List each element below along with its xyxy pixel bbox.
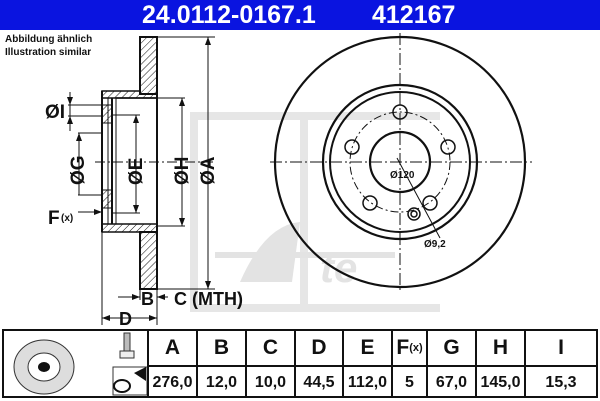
bolt-circle-label: Ø120 [390,170,415,181]
label-D: D [119,309,132,329]
note-german: Abbildung ähnlich [5,34,93,45]
col-header-B: B [196,331,245,367]
col-header-F-label: F [396,336,410,359]
technical-drawing: te [45,33,532,329]
col-header-E: E [342,331,391,367]
title-bar: 24.0112-0167.1 412167 [0,0,600,30]
label-dia-A: ØA [198,156,219,185]
label-dia-H: ØH [172,157,193,186]
label-C-mth: C (MTH) [174,289,243,309]
label-B: B [141,289,154,309]
value-C: 10,0 [245,367,294,398]
col-header-C: C [245,331,294,367]
brake-disc-thumbnail-icon [13,339,75,395]
illustration-note: Abbildung ähnlich Illustration similar [5,33,92,59]
value-I: 15,3 [524,367,596,398]
dimension-labels: ØI ØG ØE ØH ØA F (x) B C (MTH) D [45,102,243,329]
label-dia-E: ØE [126,158,147,185]
label-F: F [48,208,60,229]
thumbnails [4,331,149,396]
col-header-F-sub: (x) [409,342,423,354]
dimension-table: A 276,0 B 12,0 C 10,0 D 44,5 E 112,0 F(x… [2,329,598,398]
note-english: Illustration similar [5,47,92,58]
hole-dia-label: Ø9,2 [424,239,446,250]
label-dia-G: ØG [68,155,89,185]
svg-text:te: te [320,244,357,291]
value-D: 44,5 [294,367,342,398]
value-G: 67,0 [426,367,475,398]
label-dia-I: ØI [45,102,65,123]
ate-logo-watermark: te [190,112,440,312]
grease-applicator-icon [112,366,148,396]
col-header-H: H [475,331,524,367]
col-header-D: D [294,331,342,367]
part-number: 24.0112-0167.1 [142,1,316,29]
front-view [270,33,532,293]
article-code: 412167 [372,1,456,29]
label-F-sub: (x) [61,213,73,224]
bolt-icon [119,332,135,359]
value-H: 145,0 [475,367,524,398]
col-header-I: I [524,331,596,367]
col-header-A: A [147,331,196,367]
value-B: 12,0 [196,367,245,398]
dimension-arrows [67,37,211,321]
col-header-F: F(x) [391,331,426,367]
bolt-holes [344,104,456,221]
value-A: 276,0 [147,367,196,398]
value-E: 112,0 [342,367,391,398]
col-header-G: G [426,331,475,367]
cross-section-view [68,36,215,325]
value-F: 5 [391,367,426,398]
